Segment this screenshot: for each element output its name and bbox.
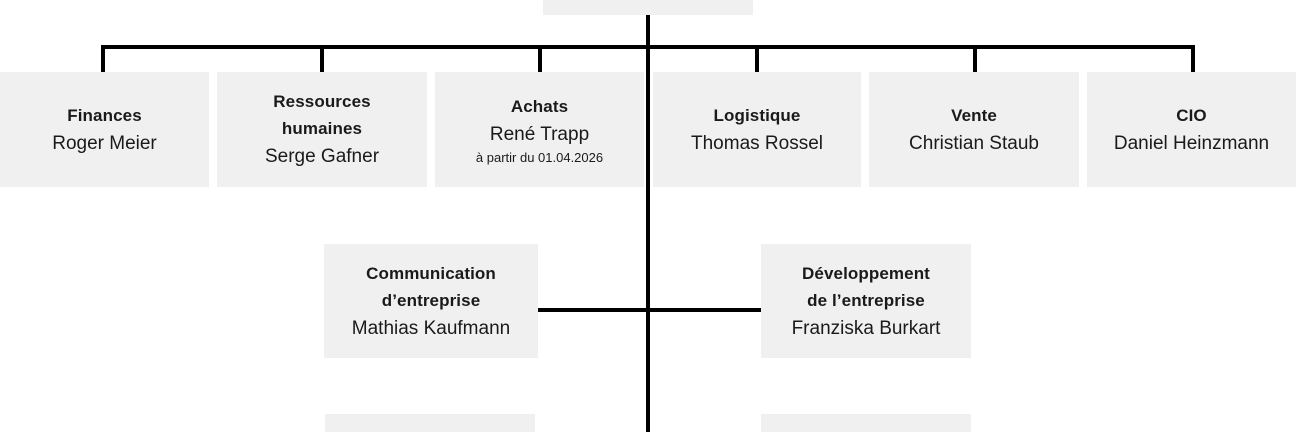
- org-node-finances: Finances Roger Meier: [0, 72, 209, 187]
- drop-connector-cio: [1191, 45, 1195, 72]
- org-node-bottom-left-partial: [325, 414, 535, 432]
- org-node-vente: Vente Christian Staub: [869, 72, 1079, 187]
- org-node-communication-entreprise: Communication d’entreprise Mathias Kaufm…: [324, 244, 538, 358]
- node-title: Achats: [510, 96, 569, 116]
- drop-connector-rh: [320, 45, 324, 72]
- node-person-name: Mathias Kaufmann: [351, 317, 511, 339]
- node-person-name: Serge Gafner: [264, 146, 380, 167]
- node-person-name: Daniel Heinzmann: [1113, 132, 1270, 154]
- org-node-developpement-entreprise: Développement de l’entreprise Franziska …: [761, 244, 971, 358]
- node-person-name: Christian Staub: [909, 132, 1039, 154]
- org-node-root-partial: [543, 0, 753, 15]
- drop-connector-vente: [973, 45, 977, 72]
- org-node-cio: CIO Daniel Heinzmann: [1087, 72, 1296, 187]
- node-title: Logistique: [713, 105, 801, 125]
- node-person-name: René Trapp: [489, 123, 590, 145]
- org-node-logistique: Logistique Thomas Rossel: [653, 72, 861, 187]
- node-title: Communication d’entreprise: [366, 263, 496, 310]
- drop-connector-logistique: [755, 45, 759, 72]
- row1-horizontal-connector: [101, 45, 1195, 49]
- node-title: CIO: [1176, 105, 1207, 125]
- org-node-ressources-humaines: Ressources humaines Serge Gafner: [217, 72, 427, 187]
- node-title: Développement de l’entreprise: [802, 263, 930, 310]
- center-vertical-connector: [646, 15, 650, 432]
- org-node-achats: Achats René Trapp à partir du 01.04.2026: [435, 72, 644, 187]
- node-title: Ressources humaines: [273, 92, 371, 138]
- node-person-name: Thomas Rossel: [691, 132, 823, 154]
- node-person-name: Franziska Burkart: [791, 317, 941, 339]
- drop-connector-achats: [538, 45, 542, 72]
- row2-horizontal-connector: [538, 308, 761, 312]
- node-title: Finances: [67, 105, 142, 125]
- node-title: Vente: [951, 105, 997, 125]
- node-person-name: Roger Meier: [52, 132, 157, 154]
- drop-connector-finances: [101, 45, 105, 72]
- node-start-date-note: à partir du 01.04.2026: [475, 149, 604, 165]
- org-node-bottom-right-partial: [761, 414, 971, 432]
